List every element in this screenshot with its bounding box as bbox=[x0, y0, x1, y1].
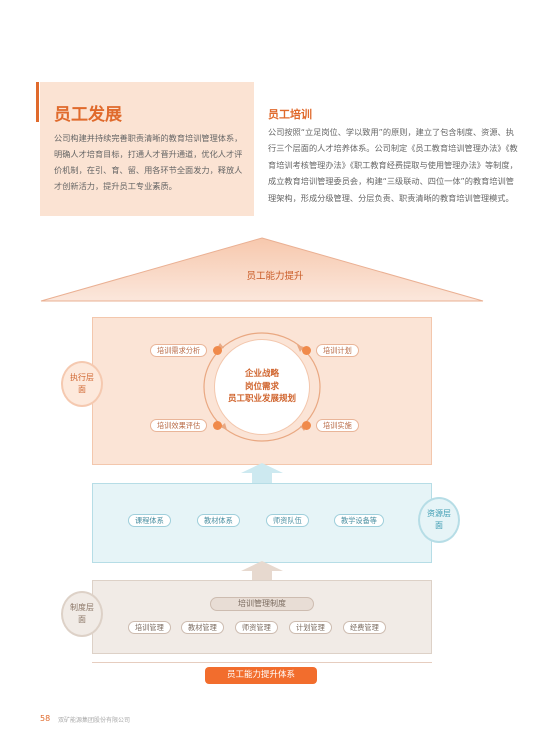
arrow-up-icon bbox=[241, 561, 283, 582]
system-layer-box bbox=[92, 580, 432, 654]
pill-textbook-mgmt: 教材管理 bbox=[181, 621, 224, 634]
training-title: 员工培训 bbox=[268, 108, 312, 121]
roof-triangle bbox=[40, 237, 484, 302]
cycle-node-dot bbox=[213, 346, 222, 355]
pill-curriculum: 课程体系 bbox=[128, 514, 171, 527]
pill-textbook: 教材体系 bbox=[197, 514, 240, 527]
ground-line bbox=[92, 662, 432, 663]
intro-box bbox=[40, 82, 254, 216]
center-circle bbox=[214, 339, 310, 435]
system-title: 培训管理制度 bbox=[210, 597, 314, 611]
base-label-bar: 员工能力提升体系 bbox=[205, 667, 317, 684]
cycle-node-dot bbox=[302, 421, 311, 430]
center-line-demand: 岗位需求 bbox=[244, 381, 279, 392]
system-layer-label: 制度层面 bbox=[61, 591, 103, 637]
page-number: 58 bbox=[40, 714, 51, 723]
execution-layer-label: 执行层面 bbox=[61, 361, 103, 407]
resource-layer-label: 资源层面 bbox=[418, 497, 460, 543]
pill-equipment: 教学设备等 bbox=[334, 514, 384, 527]
section-title: 员工发展 bbox=[54, 105, 122, 125]
cycle-node-dot bbox=[213, 421, 222, 430]
pill-training-implementation: 培训实施 bbox=[316, 419, 359, 432]
arrow-up-icon bbox=[241, 463, 283, 485]
pill-faculty: 师资队伍 bbox=[266, 514, 309, 527]
cycle-node-dot bbox=[302, 346, 311, 355]
center-line-career: 员工职业发展规划 bbox=[227, 394, 296, 404]
pill-training-plan: 培训计划 bbox=[316, 344, 359, 357]
pill-training-needs: 培训需求分析 bbox=[150, 344, 208, 357]
center-text: 企业战略 岗位需求 员工职业发展规划 bbox=[214, 368, 310, 406]
pill-plan-mgmt: 计划管理 bbox=[289, 621, 332, 634]
pill-faculty-mgmt: 师资管理 bbox=[235, 621, 278, 634]
center-line-strategy: 企业战略 bbox=[244, 369, 279, 379]
pill-funding-mgmt: 经费管理 bbox=[343, 621, 386, 634]
training-paragraph: 公司按照“立足岗位、学以致用”的原则，建立了包含制度、资源、执行三个层面的人才培… bbox=[268, 127, 518, 203]
footer-company: 双矿能源集团股份有限公司 bbox=[58, 717, 131, 724]
pill-training-mgmt: 培训管理 bbox=[128, 621, 171, 634]
pill-training-evaluation: 培训效果评估 bbox=[150, 419, 208, 432]
roof-label: 员工能力提升 bbox=[246, 271, 304, 282]
intro-paragraph: 公司构建并持续完善职责清晰的教育培训管理体系，明确人才培育目标，打通人才晋升通道… bbox=[54, 133, 243, 191]
intro-accent-bar bbox=[36, 82, 39, 122]
